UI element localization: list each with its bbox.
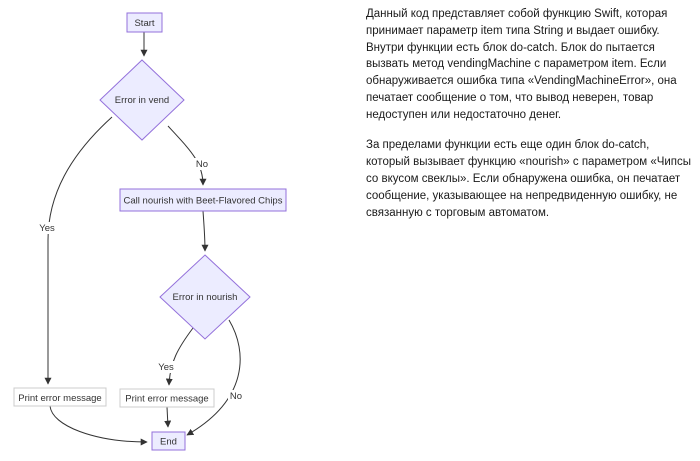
edge-label-nourish-no: No xyxy=(230,391,242,402)
edge-label-vend-yes: Yes xyxy=(39,223,55,234)
edge-vend-yes-to-print1 xyxy=(44,116,113,385)
edge-label-nourish-yes: Yes xyxy=(158,362,174,373)
edge-call-to-nourish xyxy=(201,210,209,252)
node-call-nourish-shape xyxy=(119,188,287,212)
description-paragraph-1: Данный код представляет собой функцию Sw… xyxy=(366,8,677,121)
edge-label-bg xyxy=(36,222,58,234)
description-paragraph-2: За пределами функции есть еще один блок … xyxy=(366,139,692,219)
node-print-error-vend-shape xyxy=(13,387,107,407)
edge-nourish-yes-to-print2 xyxy=(165,327,194,386)
node-call-nourish-label: Call nourish with Beet-Flavored Chips xyxy=(124,196,283,207)
edge-print1-to-end xyxy=(49,405,148,446)
flowchart-node-labels: Start Error in vend Call nourish with Be… xyxy=(18,18,282,448)
description-panel: Данный код представляет собой функцию Sw… xyxy=(366,6,694,235)
node-start-label: Start xyxy=(134,18,154,29)
edge-vend-no-to-call xyxy=(167,125,207,186)
edge-nourish-no-to-end xyxy=(186,319,241,436)
flowchart-panel: No Yes Yes No Start Error in vend Call n… xyxy=(13,12,287,451)
flowchart-edge-labels: No Yes Yes No xyxy=(36,158,245,402)
edge-print2-to-end xyxy=(164,406,172,428)
flowchart-svg: No Yes Yes No Start Error in vend Call n… xyxy=(13,12,287,451)
node-vend-decision-shape xyxy=(99,59,185,141)
flowchart-nodes xyxy=(99,12,287,451)
flowchart-edges xyxy=(44,32,241,446)
node-end-shape xyxy=(151,431,186,451)
edge-label-bg xyxy=(155,361,177,373)
edge-label-vend-no: No xyxy=(196,159,208,170)
node-end-label: End xyxy=(160,437,177,448)
edge-label-bg xyxy=(194,158,210,170)
node-nourish-decision-label: Error in nourish xyxy=(173,292,238,303)
node-print-error-vend-label: Print error message xyxy=(18,393,101,404)
node-start-shape xyxy=(126,12,163,33)
node-vend-decision-label: Error in vend xyxy=(115,95,169,106)
edge-label-bg xyxy=(228,390,245,402)
node-print-error-nourish-label: Print error message xyxy=(125,394,208,405)
node-nourish-decision-shape xyxy=(159,254,251,340)
node-print-error-nourish-shape xyxy=(119,388,215,408)
